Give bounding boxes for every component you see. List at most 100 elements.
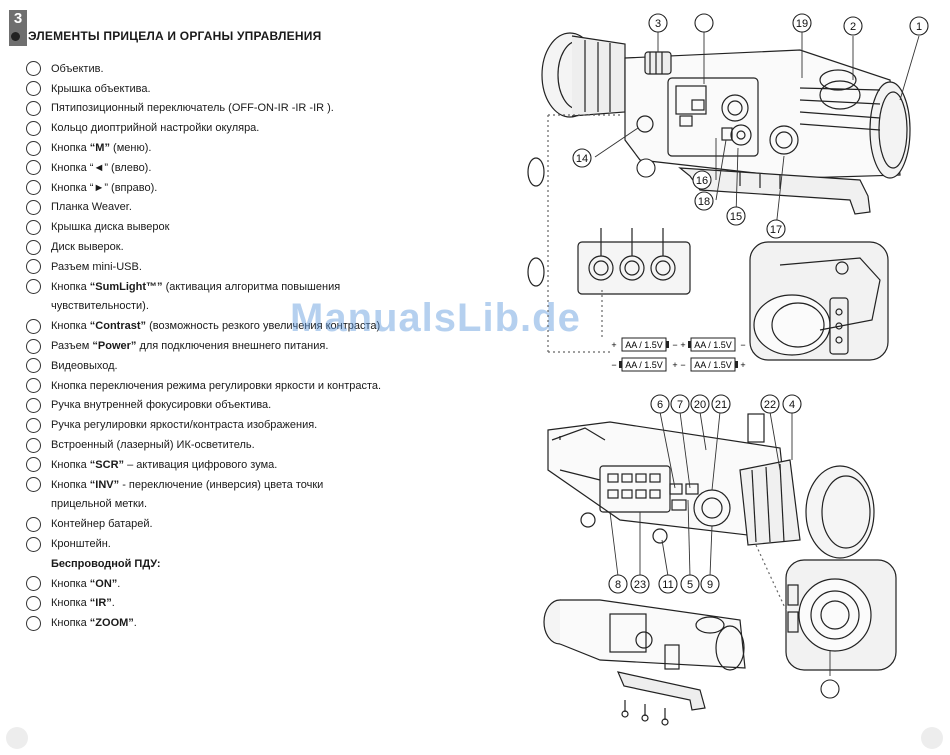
item-text: Кнопка “►” (вправо). — [51, 182, 157, 194]
item-number-circle — [26, 516, 41, 532]
item-text: Видеовыход. — [51, 360, 118, 372]
callout-circle — [909, 16, 929, 36]
item-text-part: . — [117, 577, 121, 590]
item-text-bold: “ZOOM” — [89, 617, 134, 630]
item-number-circle — [26, 576, 41, 592]
item-text-part: Разъем — [51, 340, 93, 353]
item-number-circle — [26, 477, 41, 493]
list-item-continuation: Беспроводной ПДУ: — [26, 554, 426, 574]
list-item: Кнопка “Contrast” (возможность резкого у… — [26, 316, 426, 336]
item-text: Беспроводной ПДУ: — [51, 558, 161, 570]
battery-label-1: AA / 1.5V — [625, 340, 663, 350]
item-text-part: – активация цифрового зума. — [124, 458, 278, 471]
item-text: чувствительности). — [51, 300, 149, 312]
item-text: Крышка диска выверок — [51, 221, 169, 233]
battery-label-4: AA / 1.5V — [694, 360, 732, 370]
battery-compartment-inset — [749, 241, 889, 361]
item-number-circle — [26, 180, 41, 196]
battery-sign-8: + — [740, 360, 745, 370]
item-number-circle — [26, 259, 41, 275]
item-text-part: Кнопка — [51, 577, 90, 590]
list-item: Ручка регулировки яркости/контраста изоб… — [26, 415, 426, 435]
item-text: Пятипозиционный переключатель (OFF-ON-IR… — [51, 102, 334, 114]
item-number-circle — [26, 595, 41, 611]
list-item: Кнопка “◄” (влево). — [26, 158, 426, 178]
list-item: Видеовыход. — [26, 356, 426, 376]
scope-mount-view — [543, 599, 746, 726]
callout-number: 9 — [707, 579, 713, 591]
callout-number: 19 — [796, 18, 808, 30]
item-text: Разъем mini-USB. — [51, 261, 142, 273]
callout-circle — [792, 13, 812, 33]
item-text-part: Кнопка — [51, 478, 90, 491]
battery-sign-3: + — [680, 340, 685, 350]
callout-number: 14 — [576, 153, 588, 165]
item-text-part: чувствительности). — [51, 300, 149, 313]
item-number-circle — [26, 100, 41, 116]
callout-circle — [630, 574, 650, 594]
item-text: Объектив. — [51, 63, 104, 75]
item-text: Кнопка “◄” (влево). — [51, 162, 151, 174]
list-item-continuation: прицельной метки. — [26, 495, 426, 515]
battery-sign-7: − — [680, 360, 685, 370]
list-item: Объектив. — [26, 59, 426, 79]
item-text-bold: “INV” — [89, 478, 120, 491]
callout-circle — [782, 394, 802, 414]
item-text-bold: “Power” — [92, 340, 137, 353]
list-item: Пятипозиционный переключатель (OFF-ON-IR… — [26, 99, 426, 119]
item-number-circle — [26, 160, 41, 176]
item-number-circle — [26, 199, 41, 215]
list-item: Разъем “Power” для подключения внешнего … — [26, 336, 426, 356]
heading-bullet-icon — [11, 31, 20, 41]
item-text-part: Планка Weaver. — [51, 201, 132, 214]
item-number-circle — [26, 318, 41, 334]
battery-sign-1: + — [611, 340, 616, 350]
item-text-bold: “ON” — [89, 577, 118, 590]
item-text-bold: “Contrast” — [89, 320, 147, 333]
item-text-part: (активация алгоритма повышения — [162, 280, 341, 293]
item-number-circle — [26, 358, 41, 374]
list-item-continuation: чувствительности). — [26, 297, 426, 317]
item-text-bold: “SumLight™” — [89, 280, 163, 293]
item-text-part: Кнопка — [51, 142, 90, 155]
battery-sign-4: − — [740, 340, 745, 350]
callout-number: 6 — [657, 399, 663, 411]
list-item: Кнопка “INV” - переключение (инверсия) ц… — [26, 475, 426, 495]
item-text: Кольцо диоптрийной настройки окуляра. — [51, 122, 259, 134]
corner-decoration — [6, 727, 28, 749]
list-item: Крышка объектива. — [26, 79, 426, 99]
scope-top-view — [541, 32, 911, 215]
callout-number: 21 — [715, 399, 727, 411]
item-text: прицельной метки. — [51, 498, 147, 510]
item-text: Кнопка “SCR” – активация цифрового зума. — [51, 459, 277, 471]
item-text-part: Кнопка — [51, 458, 90, 471]
list-item: Кнопка “►” (вправо). — [26, 178, 426, 198]
section-heading: ЭЛЕМЕНТЫ ПРИЦЕЛА И ОРГАНЫ УПРАВЛЕНИЯ — [9, 29, 321, 43]
callout-circle — [572, 148, 592, 168]
item-text-part: для подключения внешнего питания. — [136, 340, 329, 353]
item-number-circle — [26, 378, 41, 394]
callout-number: 5 — [687, 579, 693, 591]
list-item: Кнопка “M” (меню). — [26, 138, 426, 158]
callout-number: 11 — [662, 579, 673, 591]
item-text-part: Встроенный (лазерный) ИК-осветитель. — [51, 439, 255, 452]
item-number-circle — [26, 140, 41, 156]
callout-circle — [694, 191, 714, 211]
item-text: Контейнер батарей. — [51, 518, 153, 530]
item-text: Крышка объектива. — [51, 83, 151, 95]
item-text: Кнопка “IR”. — [51, 597, 115, 609]
list-item: Кнопка переключения режима регулировки я… — [26, 376, 426, 396]
list-item: Кнопка “ON”. — [26, 574, 426, 594]
list-item: Контейнер батарей. — [26, 514, 426, 534]
item-text: Кнопка “INV” - переключение (инверсия) ц… — [51, 479, 323, 491]
battery-sign-6: + — [672, 360, 677, 370]
callout-circle — [726, 206, 746, 226]
callout-circle — [636, 158, 656, 178]
item-text-part: Контейнер батарей. — [51, 518, 153, 531]
list-item: Разъем mini-USB. — [26, 257, 426, 277]
callout-number: 17 — [770, 224, 782, 236]
callout-number: 20 — [694, 399, 706, 411]
battery-sign-5: − — [611, 360, 616, 370]
item-text: Встроенный (лазерный) ИК-осветитель. — [51, 439, 255, 451]
item-text-part: Кнопка — [51, 280, 90, 293]
